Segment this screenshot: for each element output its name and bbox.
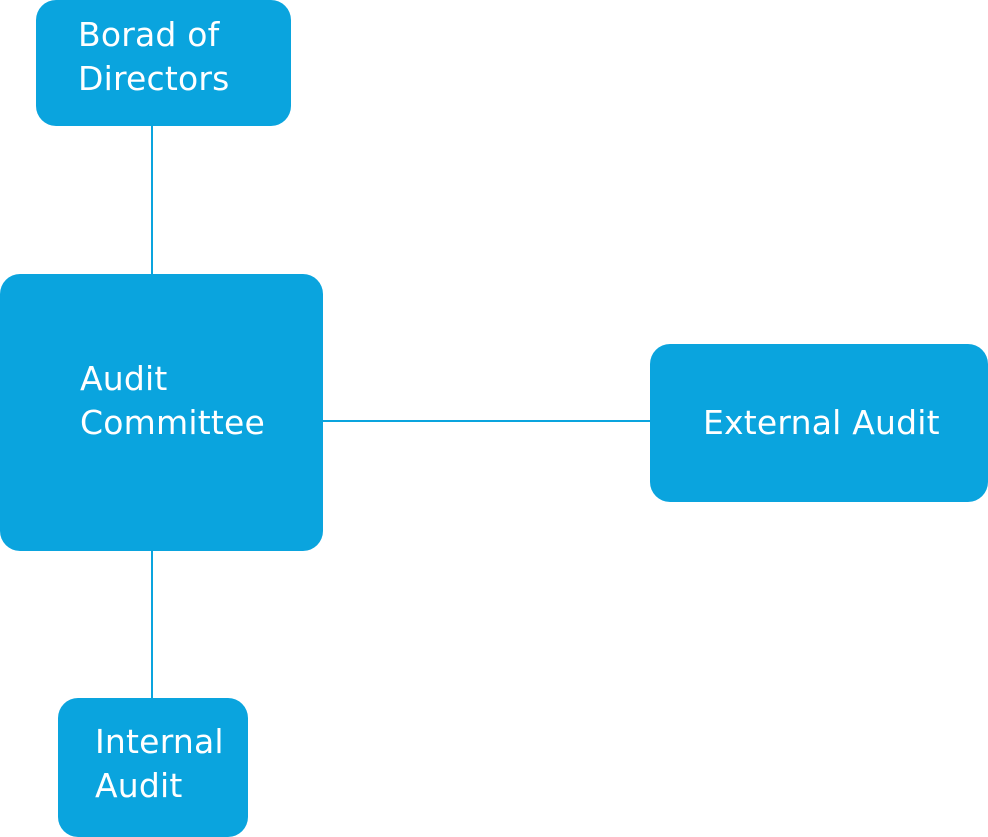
board-of-directors-label: Borad of Directors bbox=[78, 15, 230, 98]
external-audit-label: External Audit bbox=[703, 403, 940, 442]
external-audit-node: External Audit bbox=[650, 344, 988, 502]
internal-audit-label: Internal Audit bbox=[95, 722, 224, 805]
committee-to-internal-audit-connector bbox=[151, 551, 153, 698]
committee-to-external-audit-connector bbox=[323, 420, 650, 422]
board-of-directors-node: Borad of Directors bbox=[36, 0, 291, 126]
audit-committee-label: Audit Committee bbox=[80, 359, 265, 442]
internal-audit-node: Internal Audit bbox=[58, 698, 248, 837]
board-to-committee-connector bbox=[151, 126, 153, 274]
audit-committee-node: Audit Committee bbox=[0, 274, 323, 551]
